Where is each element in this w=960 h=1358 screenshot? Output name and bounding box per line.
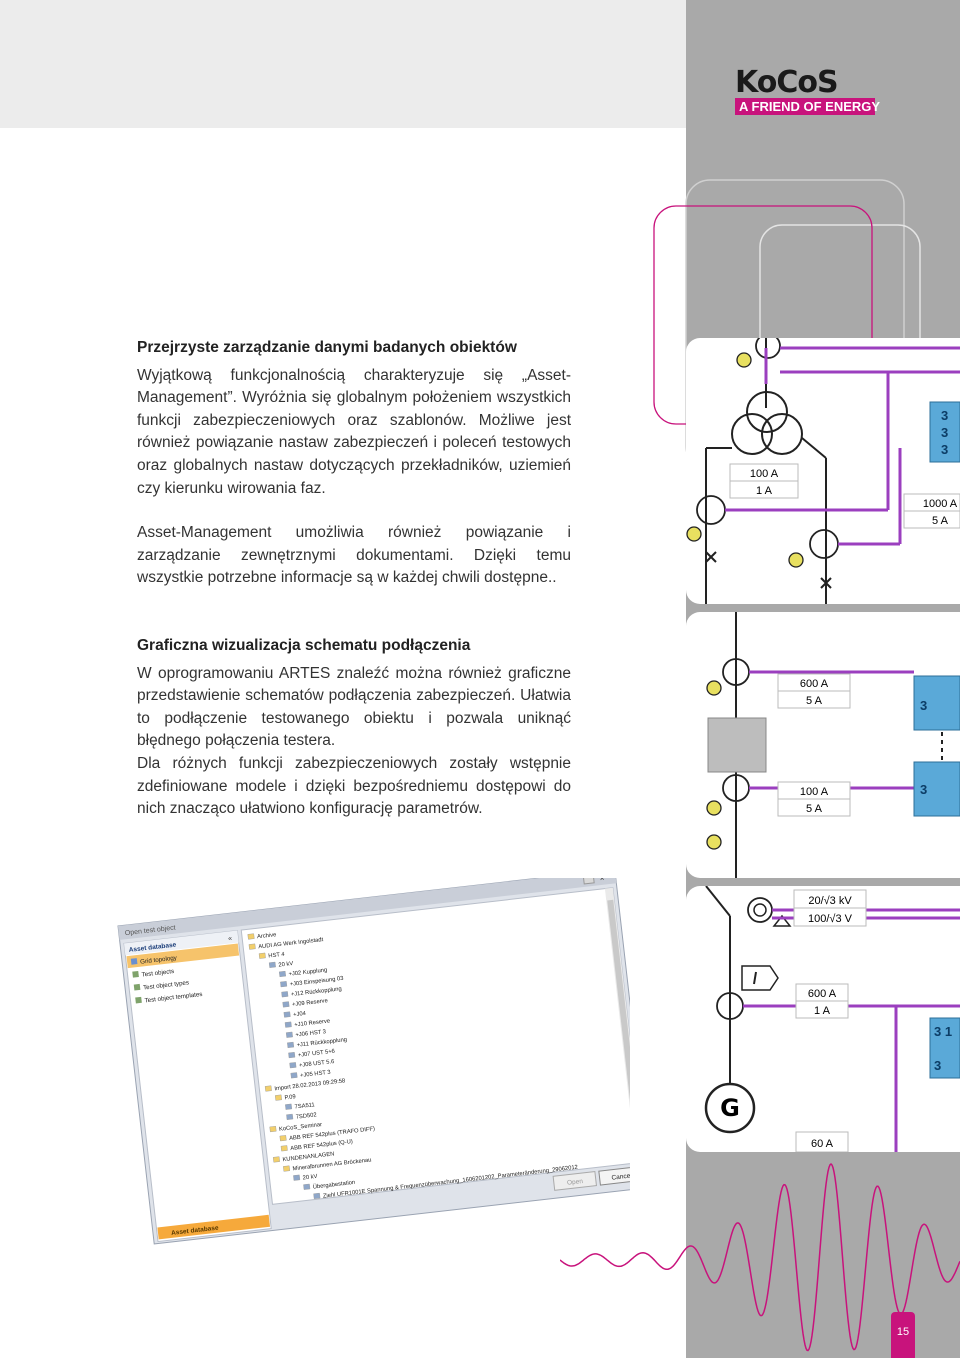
ct1-primary: 100 A <box>750 468 779 480</box>
tree-item[interactable]: +J06 HST 3 <box>295 1029 326 1038</box>
schematic-2: 600 A 5 A 100 A 5 A 3 3 <box>706 612 960 878</box>
kocos-logo: KoCoS A FRIEND OF ENERGY <box>735 65 880 115</box>
body-paragraph: Asset-Management umożliwia również powią… <box>137 524 571 587</box>
cancel-button[interactable] <box>598 1165 630 1186</box>
channel-label: 3 <box>920 698 927 713</box>
tree-item[interactable]: 7SD502 <box>296 1112 317 1120</box>
nav-item-icon <box>130 958 138 965</box>
channel-label: 3 <box>941 408 948 423</box>
device-icon <box>287 1041 295 1048</box>
folder-icon <box>247 933 255 940</box>
folder-icon <box>283 1165 291 1172</box>
tree-item[interactable]: HST 4 <box>268 952 286 960</box>
schematic-3: 20/√3 kV 100/√3 V 600 A 1 A G 60 A 3 1 3 <box>704 886 960 1152</box>
generator-symbol: G <box>720 1094 740 1122</box>
folder-icon <box>248 943 256 950</box>
waveform-decoration <box>560 1162 960 1352</box>
open-button-label: Open <box>567 1178 584 1187</box>
folder-icon <box>258 952 266 959</box>
tree-item[interactable]: +J08 UST 5.6 <box>299 1059 335 1069</box>
folder-icon <box>279 1135 287 1142</box>
device-icon <box>313 1192 321 1199</box>
tree-item[interactable]: +J12 Rückkopplung <box>291 986 342 998</box>
ct2-secondary: 5 A <box>806 803 823 815</box>
device-icon <box>282 1001 290 1008</box>
device-icon <box>280 981 288 988</box>
device-icon <box>293 1174 301 1181</box>
ct1-secondary: 1 A <box>756 485 773 497</box>
folder-icon <box>280 1145 288 1152</box>
tree-item[interactable]: P.09 <box>284 1094 296 1101</box>
body-paragraph: Dla różnych funkcji zabezpieczeniowych z… <box>137 754 571 818</box>
device-icon <box>290 1072 298 1079</box>
device-icon <box>303 1183 311 1190</box>
page-number: 15 <box>891 1312 915 1358</box>
text-column: Przejrzyste zarządzanie danymi badanych … <box>137 337 571 590</box>
tree-item[interactable]: +J10 Reserve <box>294 1018 330 1028</box>
ct1-primary: 600 A <box>800 678 829 690</box>
device-icon <box>283 1011 291 1018</box>
tree-item[interactable]: 7SA511 <box>294 1102 315 1110</box>
body-paragraph: W oprogramowaniu ARTES znaleźć można rów… <box>137 664 571 750</box>
tree-item[interactable]: Archive <box>257 932 277 940</box>
tree-item[interactable]: +J09 Reserve <box>292 998 328 1008</box>
scrollbar[interactable] <box>607 899 630 1139</box>
device-icon <box>281 991 289 998</box>
tree-item[interactable]: +J05 HST 3 <box>300 1070 331 1079</box>
body-paragraph: Wyjątkową funkcjonalnością charakteryzuj… <box>137 366 571 497</box>
device-icon <box>268 961 276 968</box>
collapse-icon[interactable]: « <box>228 935 233 942</box>
section-heading: Przejrzyste zarządzanie danymi badanych … <box>137 339 517 356</box>
tree-item[interactable]: Übergabestation <box>312 1179 355 1191</box>
channel-label: 3 <box>920 782 927 797</box>
vt-secondary: 100/√3 V <box>808 913 853 925</box>
ct-primary: 600 A <box>808 988 837 1000</box>
device-icon <box>279 970 286 978</box>
ct-secondary: 1 A <box>814 1005 831 1017</box>
logo-wordmark: KoCoS <box>735 65 839 100</box>
nav-item-icon <box>132 970 139 978</box>
text-column: Graficzna wizualizacja schematu podłącze… <box>137 635 571 821</box>
device-icon <box>289 1062 297 1069</box>
folder-icon <box>269 1126 277 1133</box>
nav-item[interactable]: Grid topology <box>140 954 178 965</box>
ct1-secondary: 5 A <box>806 695 823 707</box>
nav-item-icon <box>133 983 141 991</box>
folder-icon <box>264 1085 272 1092</box>
close-icon[interactable]: × <box>599 878 605 883</box>
tree-item[interactable]: 20 kV <box>302 1174 318 1182</box>
tree-item[interactable]: +J04 <box>293 1011 307 1018</box>
generator-ct: 60 A <box>811 1138 834 1150</box>
tree-item[interactable]: +J07 UST 5+6 <box>298 1049 336 1059</box>
cancel-button-label: Cancel <box>611 1172 630 1181</box>
ct2-secondary: 5 A <box>932 515 949 527</box>
nav-item-icon <box>135 996 142 1004</box>
folder-icon <box>274 1094 282 1101</box>
device-icon <box>286 1113 294 1120</box>
section-heading: Graficzna wizualizacja schematu podłącze… <box>137 637 471 654</box>
schematic-1: 100 A 1 A 1000 A 5 A 3 3 3 <box>686 338 960 604</box>
vt-primary: 20/√3 kV <box>808 895 852 907</box>
channel-label: 3 <box>941 425 948 440</box>
channel-label: 3 <box>941 442 948 457</box>
asset-database-screenshot: Open test object × Asset database « Grid… <box>117 878 630 1245</box>
ct2-primary: 1000 A <box>923 498 958 510</box>
tree-item[interactable]: +J02 Kupplung <box>288 967 327 977</box>
tree-item[interactable]: KUNDENANLAGEN <box>282 1151 335 1163</box>
channel-label: 3 <box>934 1058 941 1073</box>
tree-item[interactable]: 20 kV <box>278 961 294 969</box>
device-icon <box>284 1021 292 1028</box>
logo-tagline: A FRIEND OF ENERGY <box>735 98 880 115</box>
device-icon <box>285 1103 293 1110</box>
ct2-primary: 100 A <box>800 786 829 798</box>
open-button[interactable] <box>552 1171 598 1191</box>
channel-label: 3 1 <box>934 1024 952 1039</box>
tree-item[interactable]: +J11 Rückkopplung <box>296 1037 347 1049</box>
folder-icon <box>272 1156 280 1163</box>
device-icon <box>285 1031 293 1038</box>
nav-item[interactable]: Test objects <box>141 968 174 979</box>
minimize-button[interactable] <box>582 878 595 885</box>
tree-item[interactable]: KoCoS_Seminar <box>279 1122 323 1133</box>
device-icon <box>288 1052 296 1059</box>
